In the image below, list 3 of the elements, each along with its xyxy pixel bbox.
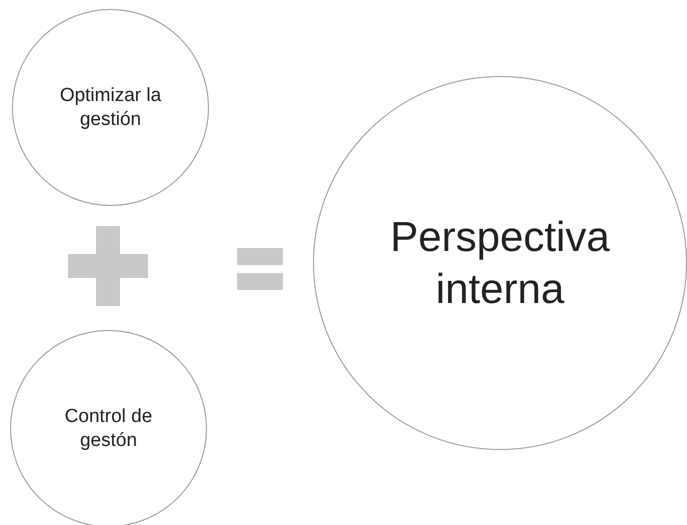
- node-label: Control de gestón: [64, 404, 154, 452]
- node-label: Perspectiva interna: [389, 212, 611, 314]
- node-label: Optimizar la gestión: [58, 84, 162, 132]
